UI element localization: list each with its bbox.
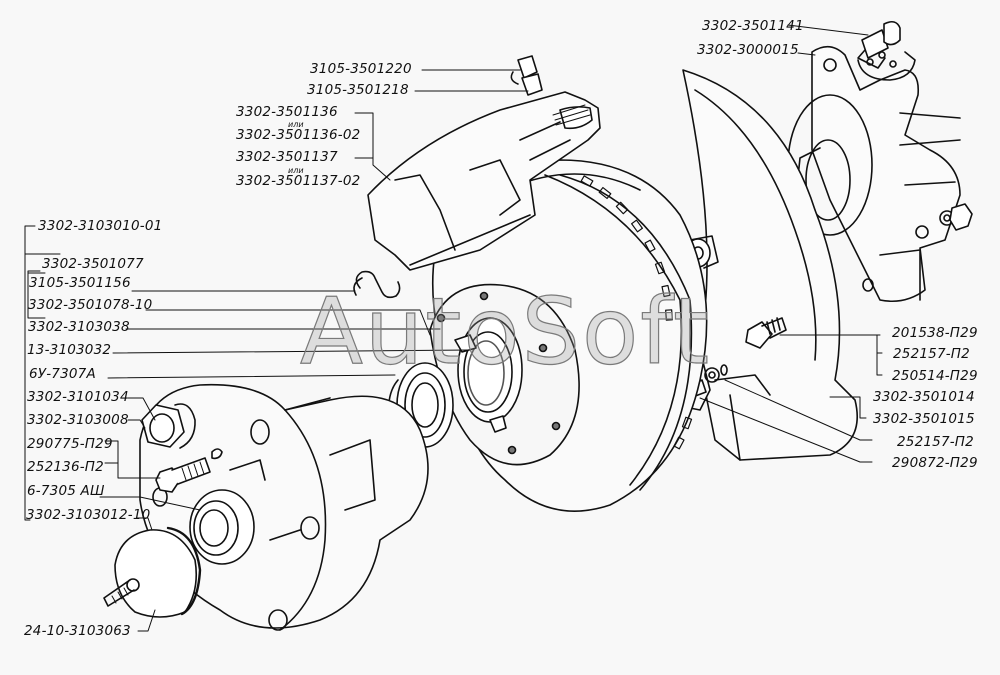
label-or-2: или xyxy=(288,166,304,175)
label-shield-washer: 252157-П2 xyxy=(893,346,970,362)
label-lock-washer: 13-3103032 xyxy=(27,342,112,358)
label-hub-cap: 24-10-3103063 xyxy=(24,623,131,639)
label-shield-bolt: 201538-П29 xyxy=(892,325,978,341)
brake-caliper xyxy=(367,55,601,271)
label-shield-right: 3302-3501015 xyxy=(873,411,975,427)
label-spring-washer: 290775-П29 xyxy=(27,436,113,452)
disc-vent-slots xyxy=(580,175,693,450)
label-caliper-a-alt: 3302-3501136-02 xyxy=(236,127,361,143)
label-caliper-b: 3302-3501137 xyxy=(236,149,338,165)
wheel-bolt xyxy=(155,457,211,493)
label-bolt: 252136-П2 xyxy=(27,459,104,475)
label-bracket-washer: 252157-П2 xyxy=(897,434,974,450)
label-caliper-fitting: 3105-3501218 xyxy=(307,82,409,98)
label-washer: 3302-3103008 xyxy=(27,412,129,428)
label-shield-left: 3302-3501014 xyxy=(873,389,975,405)
label-bracket-bolt: 290872-П29 xyxy=(892,455,978,471)
label-kingpin-bolt: 3302-3501141 xyxy=(702,18,804,34)
label-bearing-inner: 6У-7307А xyxy=(29,366,96,382)
label-caliper-a: 3302-3501136 xyxy=(236,104,338,120)
label-bearing-outer: 6-7305 АШ xyxy=(27,483,105,499)
label-caliper-b-alt: 3302-3501137-02 xyxy=(236,173,361,189)
spring-clip xyxy=(353,270,401,299)
steering-knuckle xyxy=(811,20,961,303)
label-knuckle: 3302-3000015 xyxy=(697,42,799,58)
label-spring-clip: 3105-3501156 xyxy=(29,275,131,291)
label-seal-ring: 3302-3103038 xyxy=(28,319,130,335)
label-pad-set: 3302-3501077 xyxy=(42,256,144,272)
leader-lines-top xyxy=(354,24,869,181)
seal-ring xyxy=(454,317,523,433)
brake-shield xyxy=(682,69,859,461)
label-hub-nut: 3302-3101034 xyxy=(27,389,129,405)
front-hub xyxy=(139,383,429,631)
label-hub-assembly: 3302-3103010-01 xyxy=(38,218,163,234)
outer-bearing xyxy=(189,489,255,565)
leader-lines-left xyxy=(24,225,471,632)
label-caliper-bleeder: 3105-3501220 xyxy=(310,61,412,77)
label-hub: 3302-3103012-10 xyxy=(26,507,151,523)
hub-cap xyxy=(103,526,202,618)
leader-lines-right xyxy=(699,334,883,463)
label-or-1: или xyxy=(288,120,304,129)
label-shield-nut: 250514-П29 xyxy=(892,368,978,384)
label-pad: 3302-3501078-10 xyxy=(28,297,153,313)
